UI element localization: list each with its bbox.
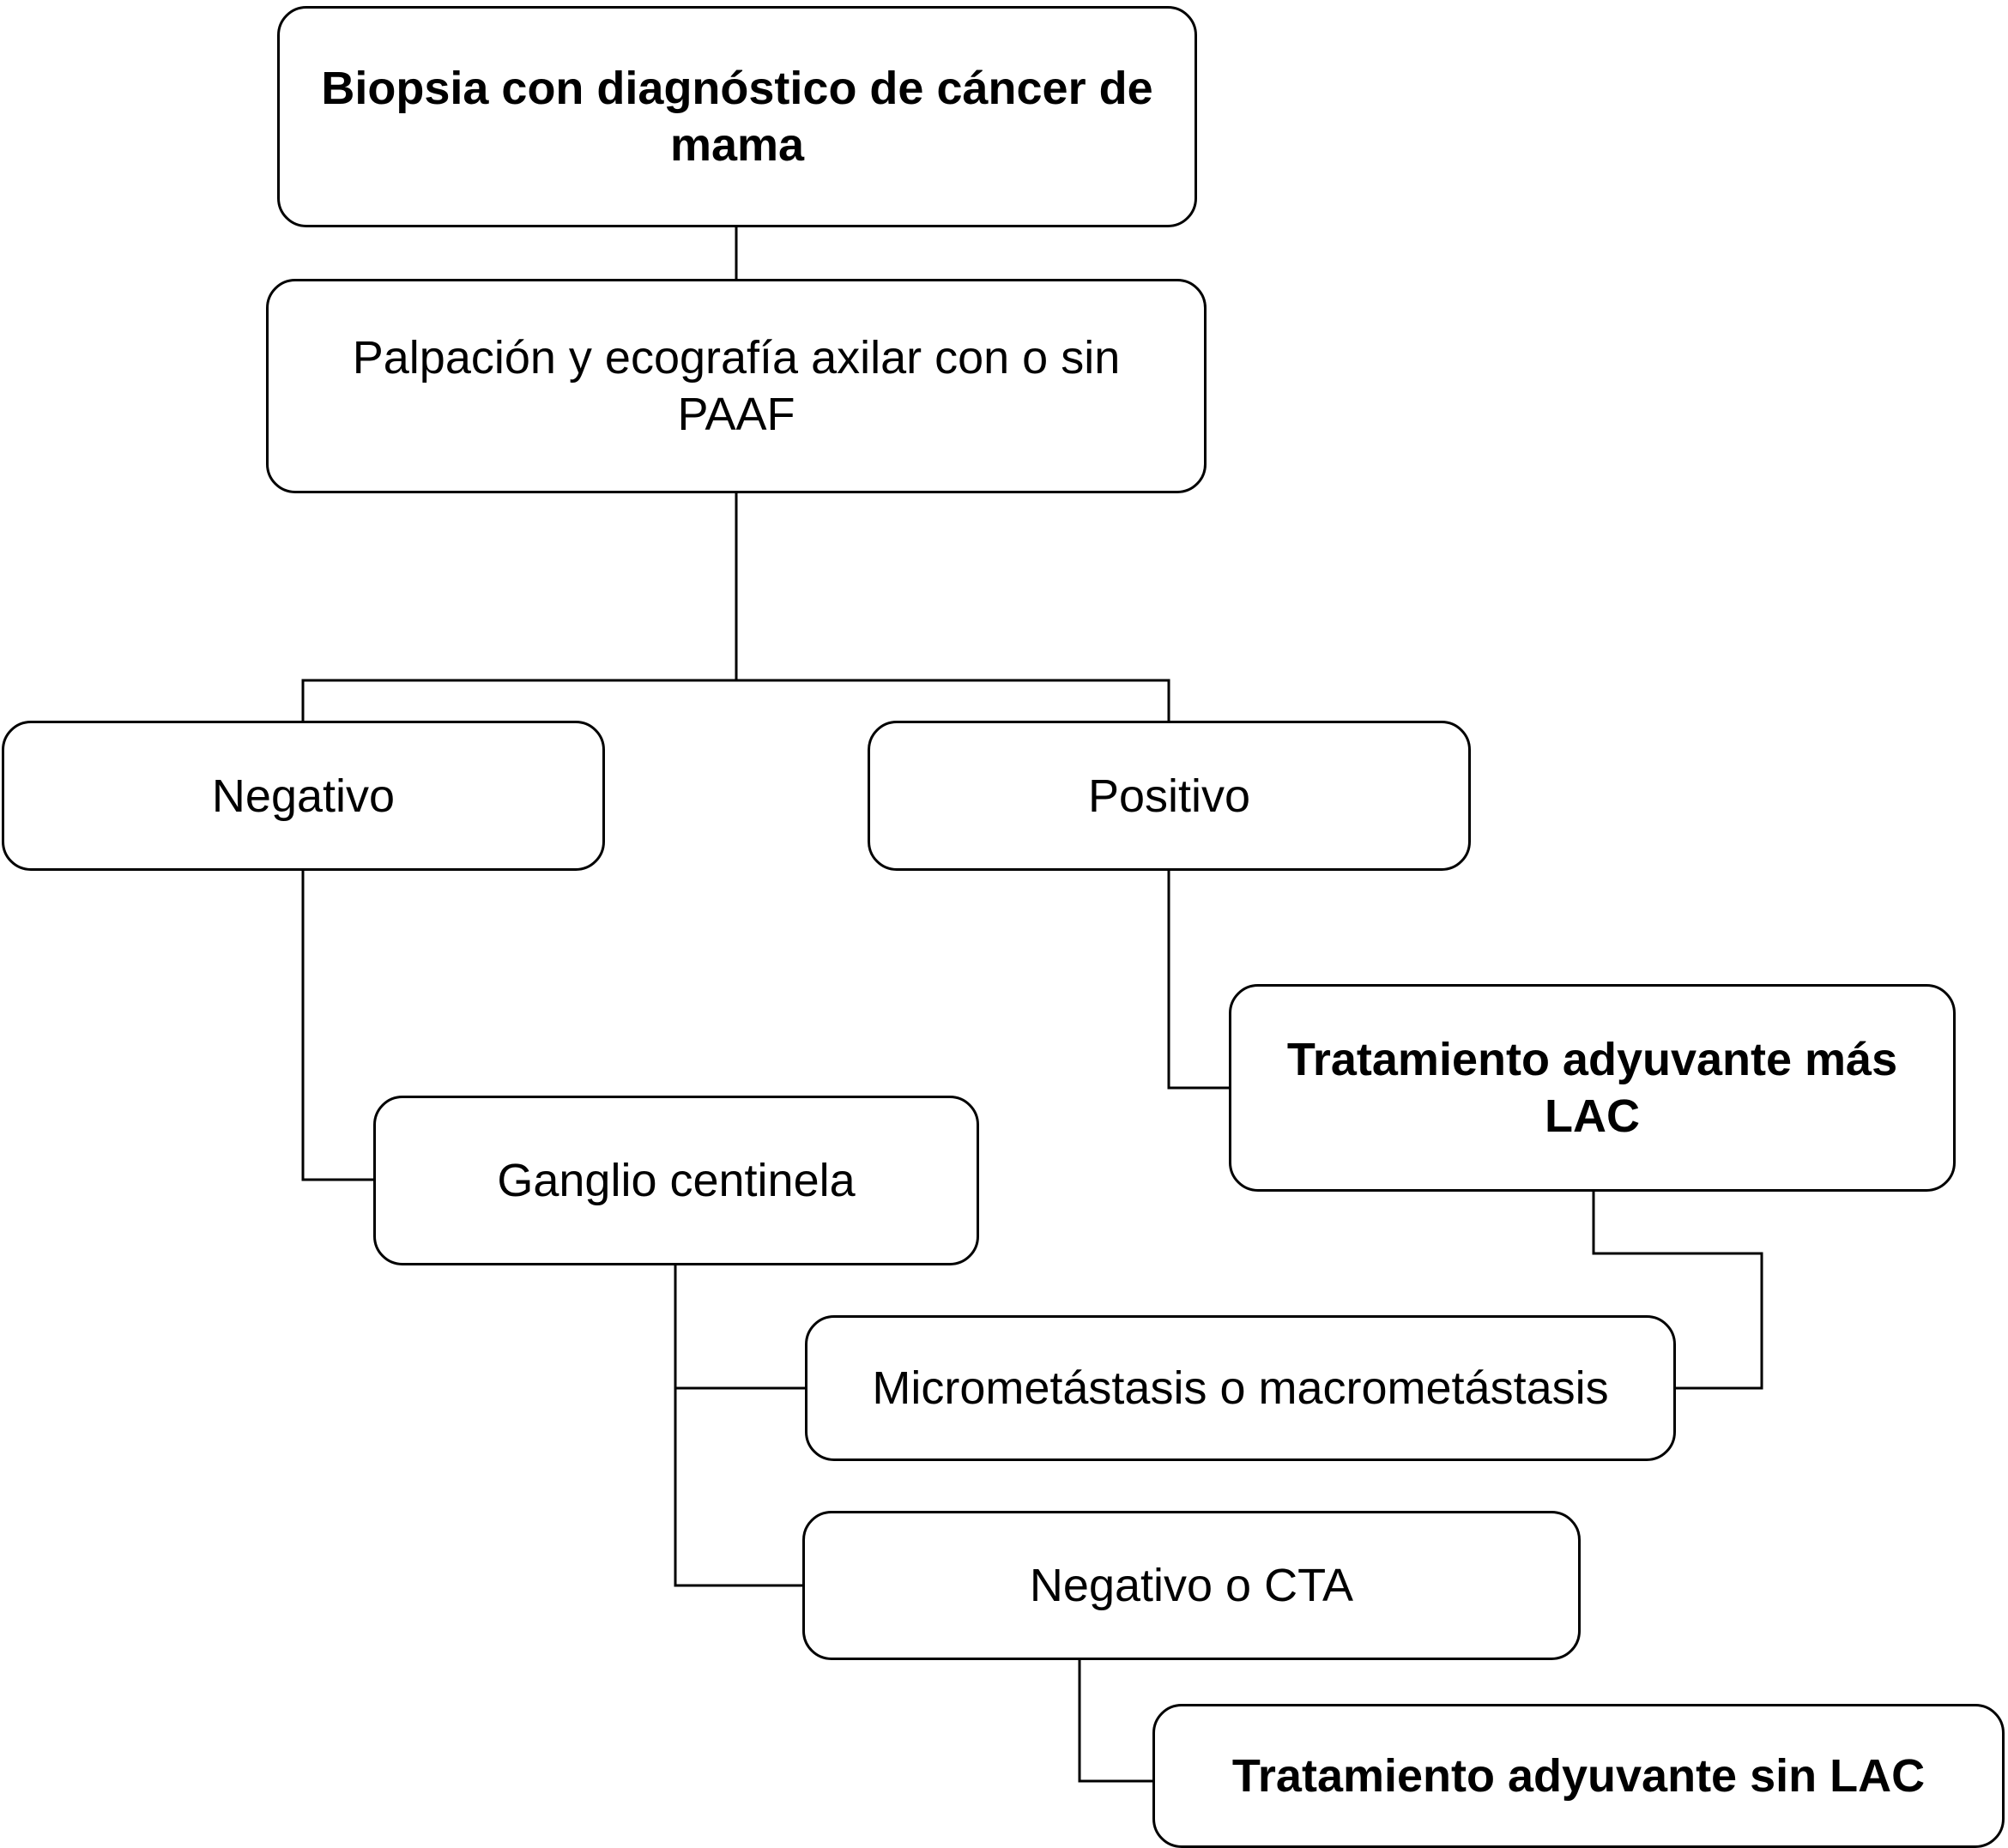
node-tratamiento-sin-lac-label: Tratamiento adyuvante sin LAC — [1231, 1750, 1926, 1802]
node-negativo-label: Negativo — [211, 770, 396, 822]
node-micrometastasis: Micrometástasis o macrometástasis — [805, 1315, 1676, 1461]
node-negativo-cta-label: Negativo o CTA — [1029, 1560, 1354, 1611]
node-tratamiento-sin-lac: Tratamiento adyuvante sin LAC — [1152, 1704, 2005, 1848]
node-positivo-label: Positivo — [1087, 770, 1251, 822]
node-ganglio-centinela: Ganglio centinela — [373, 1096, 979, 1265]
node-micrometastasis-label: Micrometástasis o macrometástasis — [872, 1362, 1609, 1414]
edge-positivo-tratamiento — [1167, 871, 1229, 1090]
node-palpacion-label: Palpación y ecografía axilar con o sin P… — [352, 332, 1121, 440]
node-tratamiento-mas-lac: Tratamiento adyuvante más LAC — [1229, 984, 1956, 1192]
node-negativo-cta: Negativo o CTA — [802, 1511, 1581, 1660]
node-biopsia: Biopsia con diagnóstico de cáncer de mam… — [277, 6, 1197, 227]
edge-ganglio-outcomes — [674, 1265, 805, 1587]
node-palpacion: Palpación y ecografía axilar con o sin P… — [266, 279, 1207, 493]
node-biopsia-label: Biopsia con diagnóstico de cáncer de mam… — [321, 63, 1153, 171]
edge-negativo-ganglio — [301, 871, 373, 1181]
node-positivo: Positivo — [868, 721, 1471, 871]
edge-negcta-tratamiento-sin — [1078, 1660, 1152, 1783]
node-ganglio-centinela-label: Ganglio centinela — [497, 1155, 856, 1206]
node-negativo: Negativo — [2, 721, 605, 871]
node-tratamiento-mas-lac-label: Tratamiento adyuvante más LAC — [1286, 1034, 1898, 1142]
edge-micro-tratamiento — [1592, 1192, 1763, 1390]
edge-branch-horizontal — [301, 679, 1170, 721]
